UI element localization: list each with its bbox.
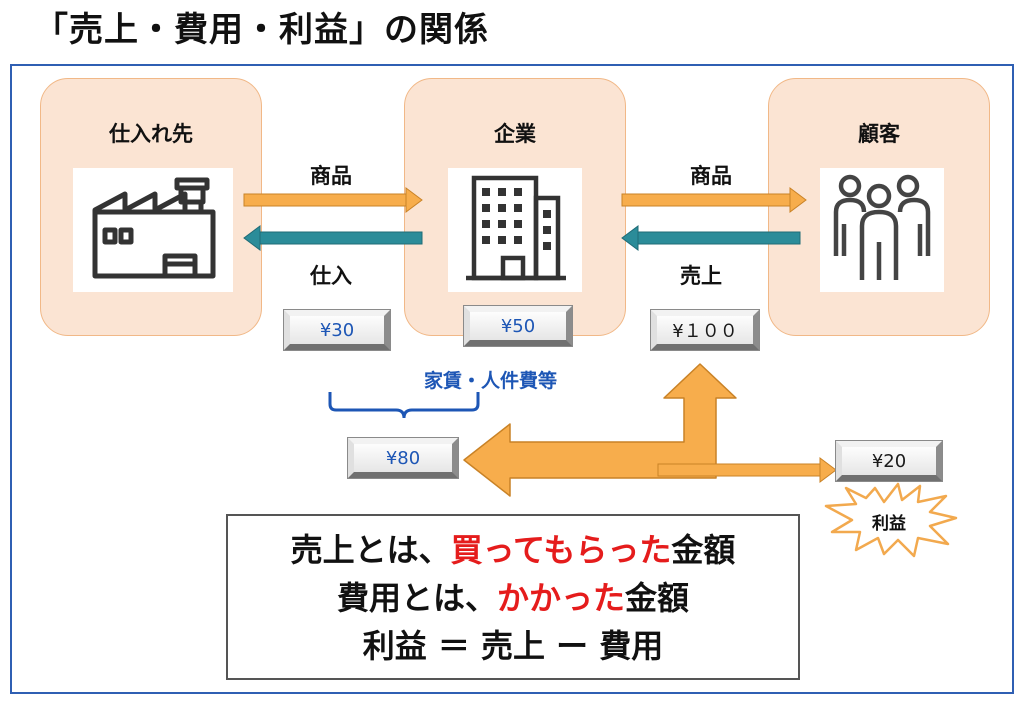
total-cost-amount: ¥80 [348,438,458,478]
sales-to-cost-bent-arrow [463,363,737,497]
people-group-icon [820,168,944,292]
cost-bracket [328,392,480,419]
factory-icon [73,168,233,292]
summary-line-cost: 費用とは、かかった金額 [336,579,690,617]
profit-arrow [657,457,837,483]
goods-label-right: 商品 [690,164,732,188]
page-title: 「売上・費用・利益」の関係 [34,10,489,50]
office-building-icon [448,168,582,292]
purchase-amount: ¥30 [284,310,390,350]
sales-arrow-to-company [621,225,801,251]
summary-line-profit: 利益 ＝ 売上 ー 費用 [362,627,664,665]
company-cost-amount: ¥50 [464,306,572,346]
purchase-label: 仕入 [310,264,352,288]
profit-amount: ¥20 [836,441,942,481]
summary-line-sales: 売上とは、買ってもらった金額 [290,531,736,569]
sales-label: 売上 [680,264,722,288]
profit-label: 利益 [872,514,906,534]
sales-amount: ¥１００ [651,310,759,350]
purchase-arrow-to-supplier [243,225,423,251]
company-label: 企業 [494,122,536,146]
supplier-label: 仕入れ先 [109,122,193,146]
profit-burst [824,482,958,558]
diagram-frame [10,64,1014,694]
goods-arrow-to-customer [621,187,807,213]
customer-label: 顧客 [858,122,900,146]
summary-box: 売上とは、買ってもらった金額 費用とは、かかった金額 利益 ＝ 売上 ー 費用 [226,514,800,680]
cost-note: 家賃・人件費等 [424,370,558,392]
goods-label-left: 商品 [310,164,352,188]
goods-arrow-to-company [243,187,423,213]
